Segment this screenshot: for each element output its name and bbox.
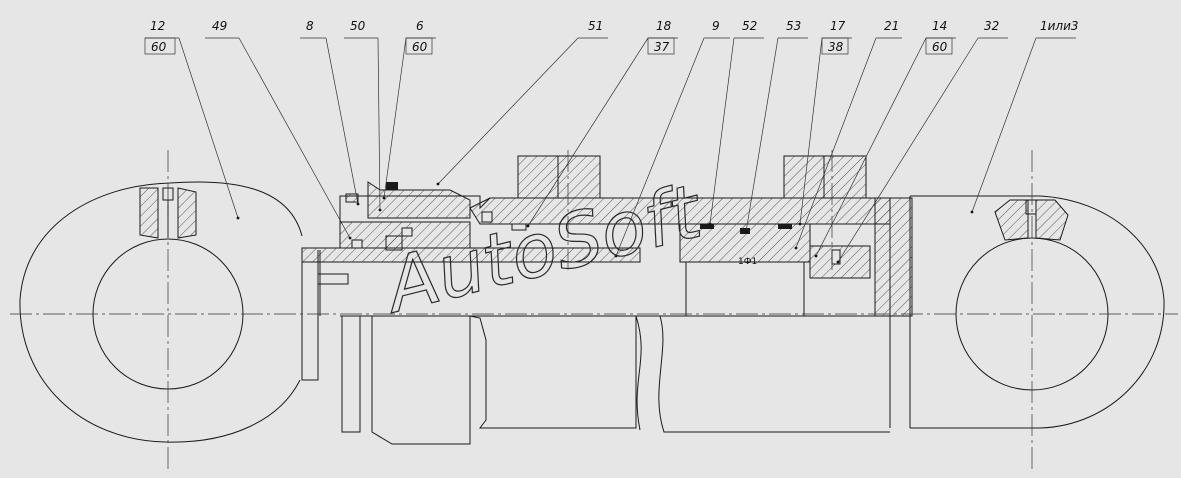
callout-label-53: 53	[786, 19, 801, 33]
callout-dot	[614, 254, 618, 258]
callout-leader	[377, 37, 381, 211]
callout-dot	[814, 254, 818, 258]
callout-sub-37: 37	[654, 40, 670, 54]
callout-label-14: 14	[932, 19, 947, 33]
callout-leader	[837, 37, 979, 263]
axis-lines	[10, 150, 1178, 470]
callout-sub-60: 60	[932, 40, 948, 54]
callout-dot	[348, 236, 352, 240]
callout-labels: 12 60 49 8 50 6 60 51 18 37 9 52 53 17 38 21 14 60 32 1или3	[150, 19, 1079, 54]
callout-leader	[795, 37, 877, 249]
piston-stamp: 1Ф1	[738, 257, 757, 267]
callout-leader	[815, 37, 927, 257]
callout-leader	[709, 37, 735, 225]
callout-label-9: 9	[712, 19, 720, 33]
callout-sub-box	[821, 37, 849, 55]
callout-leader	[527, 37, 649, 227]
callout-label-21: 21	[884, 19, 899, 33]
callout-label-51: 51	[588, 19, 603, 33]
callout-sub-box	[925, 37, 953, 55]
callout-dot	[798, 222, 802, 226]
callout-sub-box	[647, 37, 675, 55]
callout-leader	[745, 37, 779, 233]
callout-dot	[708, 222, 712, 226]
callout-sub-60: 60	[412, 40, 428, 54]
callout-label-49: 49	[212, 19, 227, 33]
callout-label-6: 6	[416, 19, 424, 33]
piston	[679, 223, 871, 316]
callout-label-18: 18	[656, 19, 672, 33]
callout-label-17: 17	[830, 19, 846, 33]
right-eye	[910, 195, 1165, 429]
callout-leader	[799, 37, 823, 225]
callout-leader	[178, 37, 239, 219]
callout-leader	[325, 37, 359, 205]
callout-dot	[356, 202, 360, 206]
callout-label-50: 50	[350, 19, 366, 33]
callout-dot	[436, 182, 440, 186]
callout-label-52: 52	[742, 19, 757, 33]
callout-dot	[744, 230, 748, 234]
callout-dot	[794, 246, 798, 250]
callout-sub-38: 38	[828, 40, 844, 54]
callout-leader	[615, 37, 705, 257]
callout-dot	[526, 224, 530, 228]
callout-label-12: 12	[150, 19, 165, 33]
callout-label-1или3: 1или3	[1040, 19, 1079, 33]
callout-dot	[970, 210, 974, 214]
callout-sub-box	[405, 37, 433, 55]
piston-rod	[301, 247, 890, 445]
left-eye	[19, 181, 303, 443]
callout-dot	[378, 208, 382, 212]
callout-label-32: 32	[984, 19, 999, 33]
callout-leaders	[144, 37, 1076, 264]
callout-dot	[236, 216, 240, 220]
callout-label-8: 8	[306, 19, 314, 33]
callout-sub-box	[144, 37, 176, 55]
cylinder-tube	[339, 195, 913, 428]
callout-dot	[836, 260, 840, 264]
callout-leader	[383, 37, 407, 199]
callout-leader	[971, 37, 1037, 213]
callout-leader	[238, 37, 351, 239]
callout-leader	[437, 37, 579, 185]
gland-assembly	[339, 181, 527, 251]
callout-sub-60: 60	[151, 40, 167, 54]
callout-dot	[382, 196, 386, 200]
